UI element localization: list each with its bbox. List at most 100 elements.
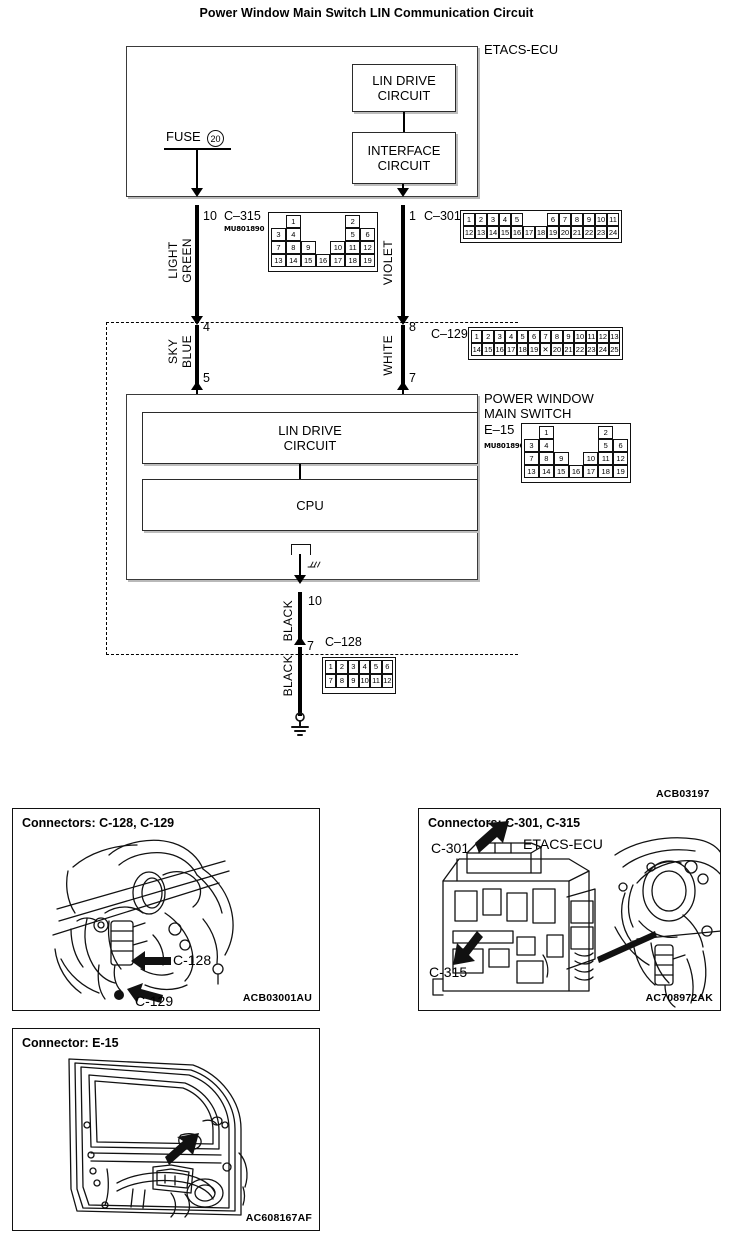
pin-cell: 8	[285, 241, 301, 254]
panel-c301-c315-callout-c301: C-301	[431, 840, 470, 856]
wire-label-black-lower: BLACK	[281, 655, 295, 697]
pin-cell: 13	[524, 465, 539, 478]
pin-cell: 2	[345, 215, 361, 228]
pin-cell: 11	[607, 213, 619, 226]
pin-cell: 12	[360, 241, 376, 254]
pin-cell: 18	[598, 465, 614, 478]
pin-cell: 10	[330, 241, 346, 254]
pin-cell: 8	[336, 674, 348, 688]
pin-cell: 9	[347, 674, 359, 688]
pin-cell-empty	[523, 213, 547, 226]
pin-label-left-mid-bot: 5	[203, 371, 210, 385]
page-title: Power Window Main Switch LIN Communicati…	[199, 6, 534, 20]
pin-cell: 4	[538, 439, 554, 452]
pin-label-ground-top: 10	[308, 594, 322, 608]
pin-cell: 3	[524, 439, 539, 452]
pin-label-left-mid-top: 4	[203, 320, 210, 334]
arrow-right-mid	[397, 316, 409, 325]
pin-cell: 16	[315, 254, 331, 267]
pin-cell: 1	[463, 213, 475, 226]
pin-cell-empty	[568, 452, 584, 465]
wire-sky-blue	[195, 325, 199, 390]
pin-cell: 19	[613, 465, 629, 478]
panel-e15-illustration	[68, 1058, 248, 1218]
panel-c301-c315: Connectors: C-301, C-315 ETACS-ECU C-301…	[418, 808, 721, 1011]
pin-label-ground-mid: 7	[307, 639, 314, 653]
switch-lin-drive-circuit-box: LIN DRIVE CIRCUIT	[142, 412, 478, 464]
switch-title-line2: MAIN SWITCH	[484, 406, 572, 421]
pin-cell: 21	[571, 226, 583, 239]
pin-cell-empty	[315, 228, 331, 241]
panel-c301-c315-callout-c315: C-315	[429, 964, 468, 980]
panel-c128-c129-callout-c128: C-128	[173, 952, 212, 968]
pin-cell: 15	[300, 254, 316, 267]
pin-cell: 5	[516, 330, 529, 343]
pin-cell: 1	[471, 330, 483, 343]
wire-label-violet: VIOLET	[381, 240, 395, 286]
arrow-c301-entry	[397, 188, 409, 197]
earth-ground-icon	[291, 712, 309, 736]
pin-cell: 11	[370, 674, 382, 688]
connector-label-c128: C–128	[325, 635, 362, 649]
ecu-interface-circuit-label: INTERFACE CIRCUIT	[367, 143, 441, 173]
pin-cell: 9	[553, 452, 569, 465]
pin-cell: 4	[358, 660, 371, 674]
pin-label-right-mid-top: 8	[409, 320, 416, 334]
pin-cell: 11	[345, 241, 361, 254]
pin-cell: 10	[358, 674, 371, 688]
pin-cell: 5	[598, 439, 614, 452]
pin-cell: 3	[493, 330, 506, 343]
pin-label-right-mid-bot: 7	[409, 371, 416, 385]
pin-cell: 15	[499, 226, 511, 239]
wire-fuse-down	[196, 149, 198, 189]
pin-cell: 14	[471, 343, 483, 356]
document-code: ACB03197	[656, 788, 710, 800]
panel-c301-c315-callout-etacs: ETACS-ECU	[523, 836, 603, 852]
pin-cell: 4	[499, 213, 511, 226]
pin-cell: 2	[482, 330, 494, 343]
pin-cell: 12	[463, 226, 475, 239]
pin-cell: 10	[574, 330, 586, 343]
harness-boundary	[106, 322, 518, 655]
fuse-label: FUSE	[166, 129, 201, 144]
switch-part-no: MU801890	[484, 442, 525, 450]
pin-cell: 16	[493, 343, 506, 356]
pin-cell-empty	[568, 439, 584, 452]
pin-cell: 9	[583, 213, 595, 226]
panel-c128-c129: Connectors: C-128, C-129	[12, 808, 320, 1011]
pin-cell: 6	[360, 228, 376, 241]
panel-e15-title: Connector: E-15	[22, 1036, 119, 1050]
arrow-left-into-switch	[191, 381, 203, 390]
wire-black-lower	[298, 647, 302, 716]
pin-cell: 14	[285, 254, 301, 267]
connector-label-c301: C–301	[424, 209, 461, 223]
pin-label-right-upper: 1	[409, 209, 416, 223]
pin-cell: 17	[330, 254, 346, 267]
pin-cell: 2	[598, 426, 614, 439]
pin-cell: 3	[487, 213, 499, 226]
arrow-c128	[294, 636, 306, 645]
arrow-right-into-switch	[397, 381, 409, 390]
wire-label-black-upper: BLACK	[281, 600, 295, 642]
wire-interface-down	[402, 184, 404, 189]
pin-cell: 11	[585, 330, 598, 343]
panel-c128-c129-code: ACB03001AU	[242, 992, 312, 1004]
pin-cell: 2	[336, 660, 348, 674]
pin-cell-empty	[330, 228, 346, 241]
wire-white	[401, 325, 405, 390]
pin-cell-empty	[330, 215, 346, 228]
pin-label-left-upper: 10	[203, 209, 217, 223]
pin-cell: 4	[285, 228, 301, 241]
pin-cell: 21	[562, 343, 575, 356]
